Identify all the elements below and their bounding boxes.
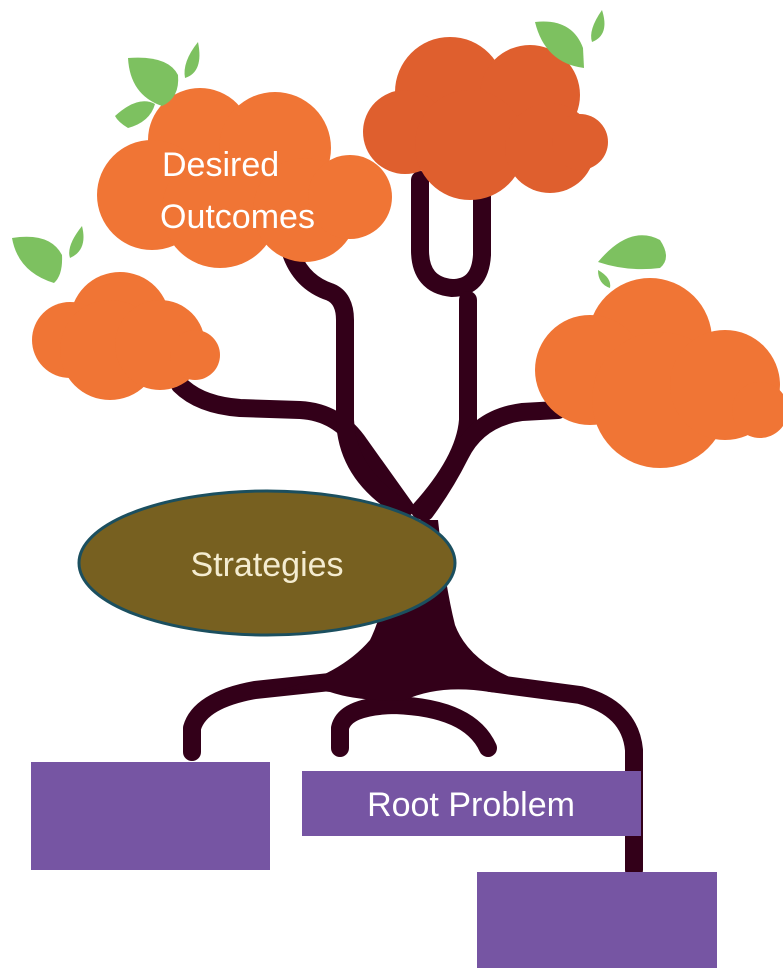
leaves-right — [598, 235, 666, 288]
cloud-desired-outcomes — [97, 88, 392, 268]
leaf-icon — [12, 236, 63, 283]
root-box-left — [31, 762, 270, 870]
leaf-icon — [128, 57, 179, 106]
root-right — [481, 674, 643, 879]
root-left — [183, 673, 339, 761]
branch-outcomes — [281, 241, 411, 517]
root-problem-label: Root Problem — [367, 786, 575, 824]
desired-outcomes-label-line1: Desired — [162, 146, 279, 184]
leaves-top-right — [535, 10, 605, 68]
leaf-icon — [69, 226, 84, 258]
cloud-top-right — [363, 37, 608, 200]
root-box-bottom-right — [477, 872, 717, 968]
desired-outcomes-label-line2: Outcomes — [160, 198, 315, 236]
cloud-left — [32, 272, 220, 400]
root-center-left — [331, 696, 497, 757]
leaves-left — [12, 226, 84, 283]
branch-top-fork — [411, 171, 491, 297]
cloud-right — [535, 278, 783, 468]
leaf-icon — [598, 235, 666, 270]
branch-right — [416, 401, 567, 521]
branch-left — [171, 376, 414, 517]
leaf-icon — [115, 101, 155, 128]
leaf-icon — [598, 270, 611, 288]
root-problem-box — [302, 771, 641, 836]
leaf-icon — [535, 21, 584, 68]
tree-structure — [171, 171, 643, 879]
leaf-icon — [184, 42, 200, 78]
leaf-icon — [591, 10, 605, 42]
leaves-desired-outcomes — [115, 42, 200, 128]
strategies-ellipse — [77, 489, 457, 637]
strategies-label: Strategies — [190, 546, 343, 584]
